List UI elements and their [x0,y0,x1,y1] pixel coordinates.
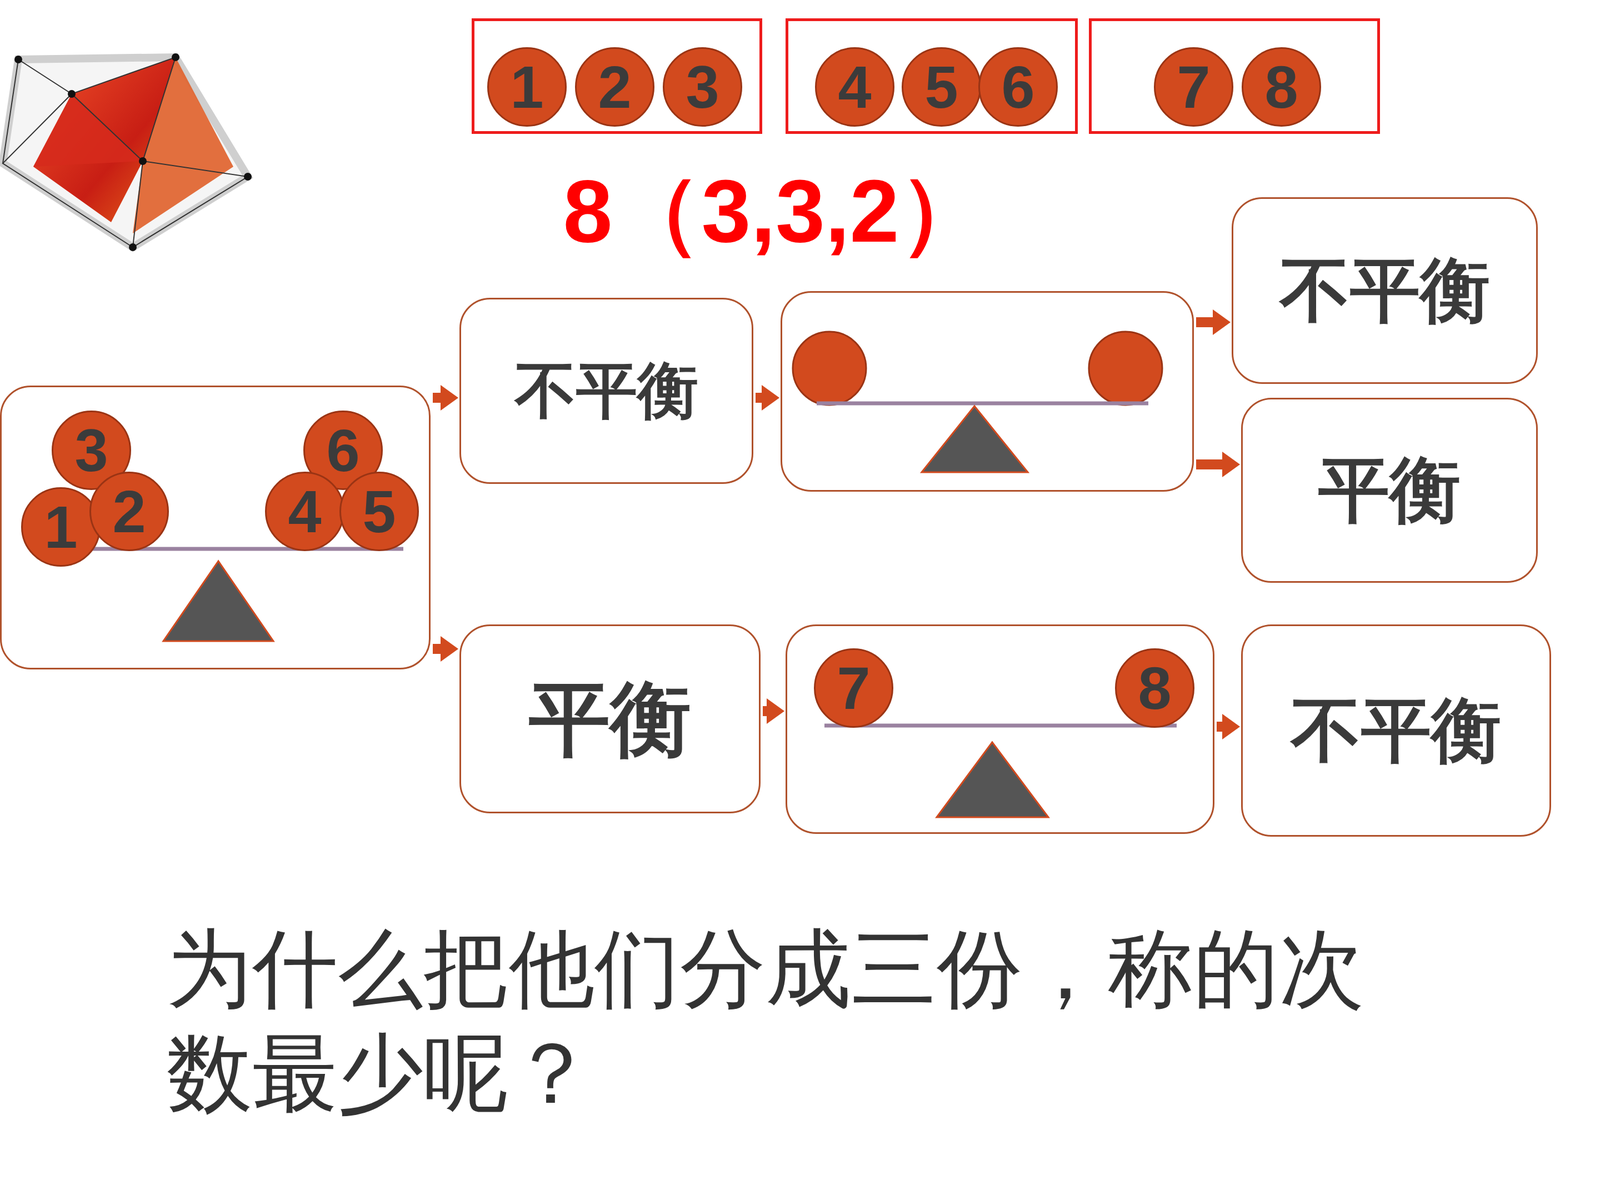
grouping-label: 8（3,3,2） [563,152,989,273]
balance-left [51,548,404,642]
flow-arrow [432,392,441,403]
result-text: 不平衡 [1291,692,1502,770]
result-box: 平衡 [1241,397,1538,583]
ball-circle: 1 [21,487,101,567]
ball-circle: 6 [978,47,1058,127]
balance-box [780,291,1194,492]
result-text: 平衡 [1318,451,1461,530]
balance-box: 3 6 12 45 [0,385,431,670]
ball-circle: 5 [901,47,982,127]
ball-number: 5 [362,481,396,542]
ball-number: 1 [510,57,544,118]
ball-circle: 7 [1153,47,1234,127]
ball-number: 5 [924,57,958,118]
ball-circle: 4 [815,47,895,127]
ball-number: 7 [1176,57,1210,118]
ball-number: 2 [597,57,632,118]
result-box: 平衡 [459,624,761,814]
ball-number: 8 [1137,658,1172,719]
result-text: 不平衡 [515,357,699,425]
flow-arrow [1196,459,1223,470]
flow-arrow [1196,317,1213,328]
ball-number: 2 [112,481,146,542]
ball-number: 6 [326,420,360,481]
balance-middle [792,331,1163,473]
result-text: 不平衡 [1280,252,1490,330]
ball-circle: 5 [339,471,419,552]
result-box: 不平衡 [1231,197,1538,384]
question-caption: 为什么把他们分成三份，称的次数最少呢？ [166,916,1423,1126]
polyhedron-icon [2,53,252,252]
flow-arrow [1216,721,1223,732]
ball-number: 4 [287,481,322,542]
ball-number: 8 [1264,57,1298,118]
ball-number: 4 [837,57,872,118]
flow-arrow [762,706,767,717]
group-box: 78 [1088,18,1380,134]
ball-circle: 2 [575,47,655,127]
ball-circle: 4 [265,471,345,552]
ball-number: 3 [74,420,108,481]
result-box: 不平衡 [1241,624,1552,837]
ball-circle: 1 [487,47,567,127]
group-box: 123 [471,18,763,134]
group-box: 456 [785,18,1078,134]
ball-number: 3 [685,57,719,118]
ball-number: 7 [836,658,870,719]
ball-circle: 3 [662,47,743,127]
ball-circle: 7 [813,648,894,728]
ball-circle: 2 [89,471,169,552]
ball-circle: 8 [1241,47,1322,127]
ball-number: 6 [1001,57,1035,118]
balance-bottom [824,725,1177,818]
balance-box: 78 [785,624,1215,834]
result-text: 平衡 [528,674,692,764]
ball-circle: 8 [1115,648,1195,728]
flow-arrow [755,392,762,403]
result-box: 不平衡 [459,297,754,484]
flow-arrow [432,643,441,654]
ball-number: 1 [43,497,78,558]
